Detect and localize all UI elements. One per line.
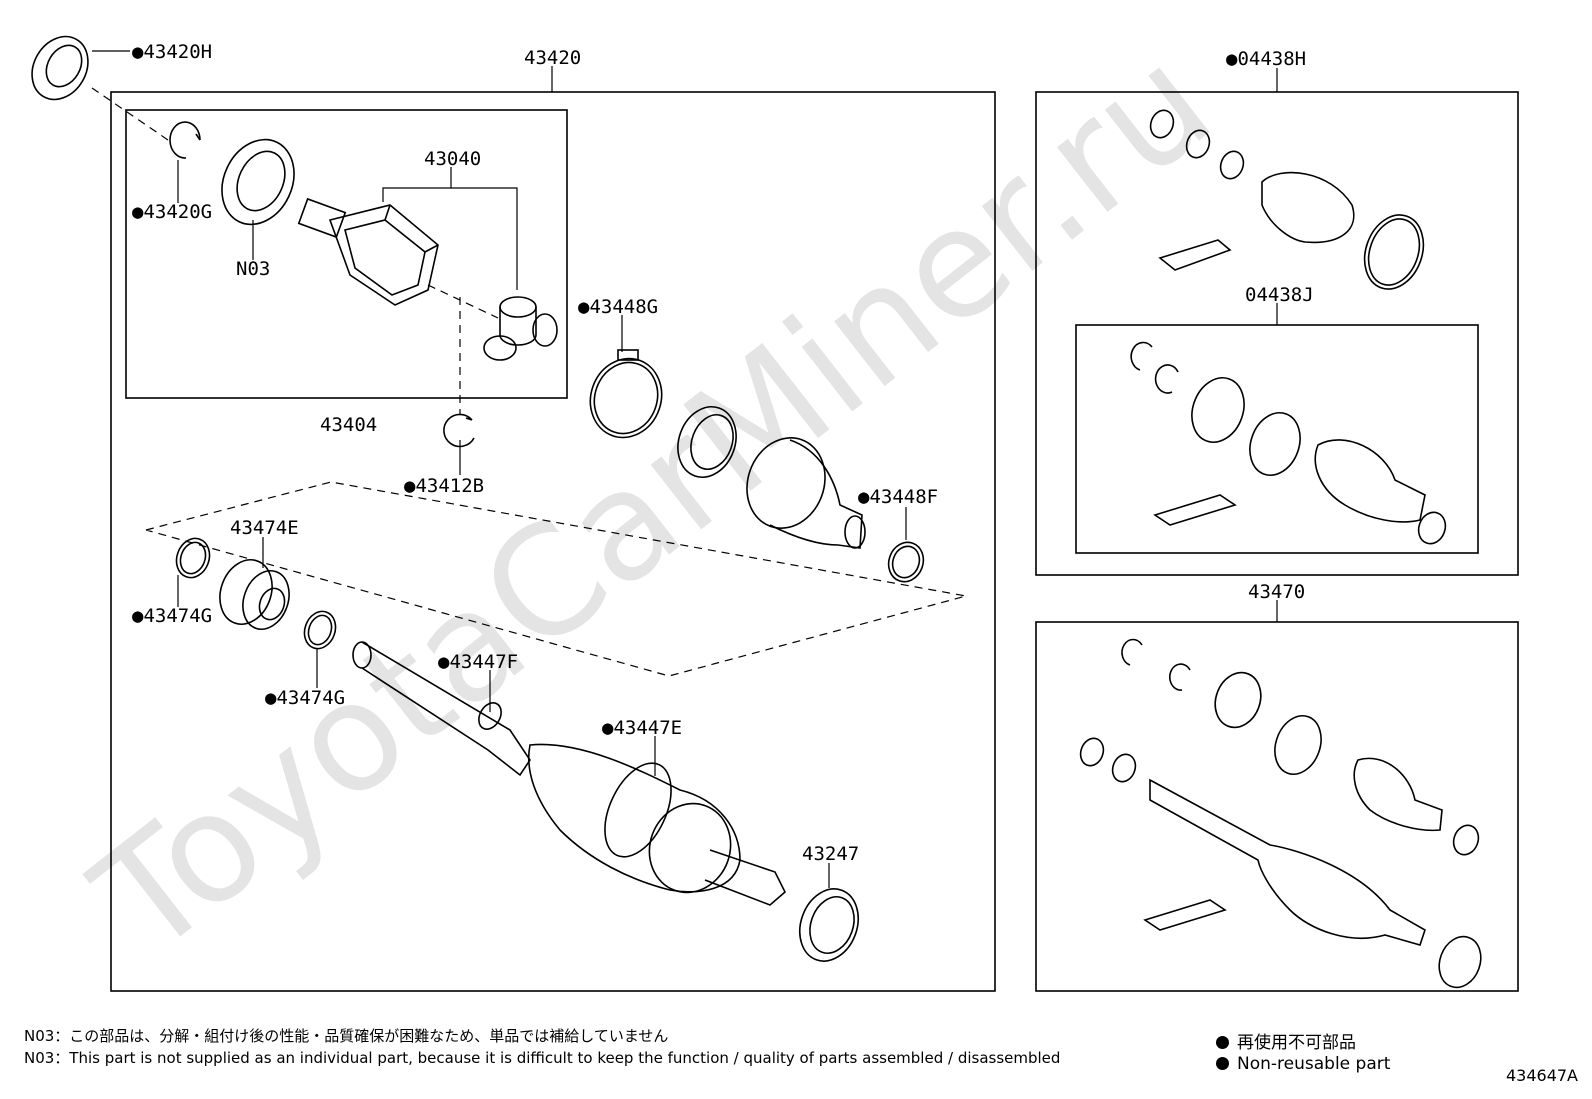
note-n03-japanese: N03：この部品は、分解・組付け後の性能・品質確保が困難なため、単品では補給して…: [24, 1027, 669, 1045]
boot-clamp-43448F: [887, 541, 925, 583]
boot-clamp-43448G: [589, 349, 663, 439]
label-43474E: 43474E: [230, 517, 299, 539]
legend-english-text: Non-reusable part: [1237, 1054, 1391, 1074]
kit-04438J-parts: [1130, 341, 1447, 545]
outboard-housing-43040: [297, 197, 439, 306]
callout-labels: ●43420H 43420 ●04438H 43040 ●43420G N03 …: [132, 41, 1314, 865]
label-43448G: ●43448G: [578, 296, 658, 318]
label-43040: 43040: [424, 148, 481, 170]
frame-04438J: [1075, 324, 1479, 554]
label-43420H: ●43420H: [132, 41, 212, 63]
filled-dot-icon: [1216, 1036, 1229, 1049]
seal-43247: [799, 888, 859, 962]
figure-number: 434647A: [1505, 1066, 1578, 1085]
inboard-boot: [746, 437, 866, 549]
label-43447F: ●43447F: [438, 651, 518, 673]
label-43420: 43420: [524, 47, 581, 69]
label-43247: 43247: [802, 843, 859, 865]
label-43470: 43470: [1248, 581, 1305, 603]
label-43474G-lower: ●43474G: [265, 687, 345, 709]
kit-04438H-parts: [1149, 109, 1425, 290]
label-N03: N03: [236, 258, 270, 280]
legend-japanese: 再使用不可部品: [1216, 1028, 1356, 1053]
label-43448F: ●43448F: [858, 486, 938, 508]
snap-ring-43412B: [443, 413, 475, 448]
label-43474G-upper: ●43474G: [132, 605, 212, 627]
filled-dot-icon: [1216, 1057, 1229, 1070]
damper-ring: [677, 406, 737, 478]
snap-ring-43420G: [169, 121, 201, 159]
snap-ring-43474G-lower: [303, 610, 337, 650]
frame-43420: [110, 91, 996, 992]
frame-43470: [1035, 621, 1519, 992]
label-04438H: ●04438H: [1226, 48, 1306, 70]
legend-english: Non-reusable part: [1216, 1054, 1390, 1074]
drive-shaft: [352, 641, 531, 777]
leader-lines: [92, 50, 1278, 888]
label-43420G: ●43420G: [132, 201, 212, 223]
frame-43404: [125, 109, 568, 399]
note-n03-english: N03：This part is not supplied as an indi…: [24, 1049, 1061, 1067]
tripod-joint: [483, 296, 558, 361]
assembly-dashed-lines: [91, 87, 967, 677]
label-43404: 43404: [320, 414, 377, 436]
outboard-boot-and-joint: [528, 743, 786, 906]
kit-43470-parts: [1079, 638, 1482, 989]
seal-43420H: [31, 35, 89, 101]
label-04438J: 04438J: [1245, 284, 1314, 306]
legend-japanese-text: 再使用不可部品: [1237, 1033, 1356, 1053]
watermark: ToyotaCarMiner.ru: [64, 15, 1242, 989]
label-43412B: ●43412B: [404, 475, 484, 497]
snap-ring-43474G-upper: [175, 537, 211, 579]
ring-N03: [221, 138, 295, 226]
bearing-43474E: [219, 559, 290, 630]
label-43447E: ●43447E: [602, 717, 682, 739]
